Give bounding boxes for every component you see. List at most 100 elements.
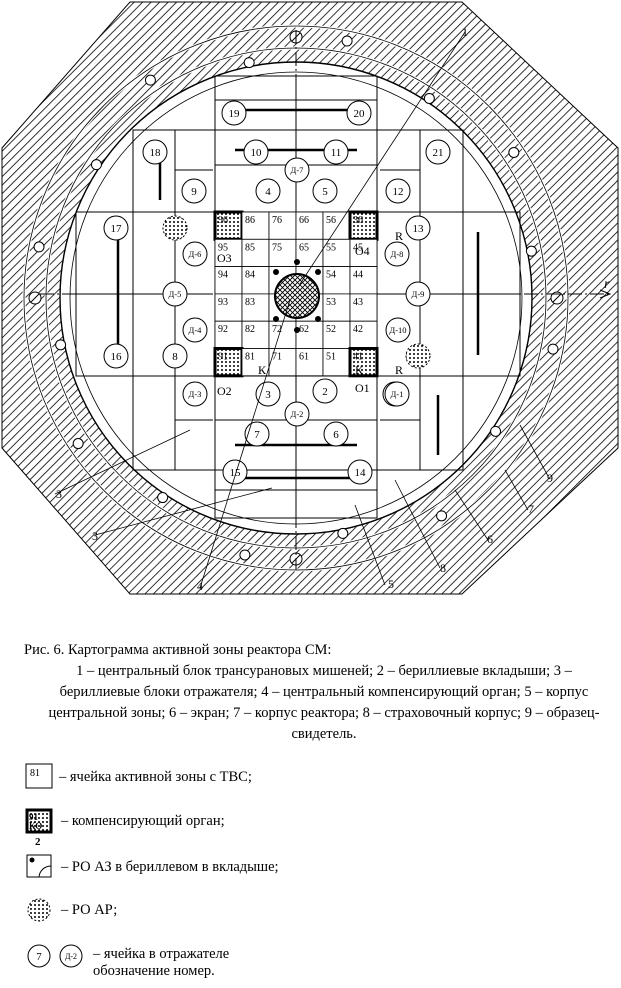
core-cell-label: 52 [326,324,336,335]
d-cell [284,157,310,183]
legend-compensator: 91 КО 2 – компенсирующий орган; [25,808,225,848]
reflector-cell-label: 15 [230,467,242,479]
az-rod [273,316,279,322]
core-cell-label: 81 [245,352,255,363]
d-cell-label: Д-6 [189,249,202,259]
reflector-cell [323,139,349,165]
ring-mark [525,245,537,257]
reflector-cell [312,178,338,204]
compensator-swatch: 91 КО 2 [25,808,53,848]
d-cell-label: Д-10 [389,325,406,335]
reflector-cell-label: 3 [265,389,271,401]
callout: 3 [56,487,62,501]
reflector-cell-label: 5 [322,186,328,198]
reflector-cell-label: 6 [333,429,339,441]
callout: 3 [92,529,98,543]
d-cell-label: Д-8 [391,249,404,259]
reflector-cell [181,178,207,204]
core-cell [349,320,378,349]
reflector-cell-label: 2 [322,386,328,398]
legend-text-2: обозначение номер. [93,963,215,979]
reflector-cell-label: 7 [254,429,260,441]
d-cell-label: Д-1 [391,389,404,399]
reflector-cell-label: 13 [413,223,425,235]
d-cell [384,381,410,407]
core-mark: О2 [217,384,232,398]
reflector-cell-label: 14 [355,467,367,479]
reflector-cell [103,215,129,241]
core-cell [349,293,378,322]
callout-lines [54,31,549,589]
az-rod [294,259,300,265]
callout: 4 [197,579,203,593]
az-rod [315,316,321,322]
d-cell [385,317,411,343]
core-cell-label: 41 [353,352,363,363]
d-cell [405,281,431,307]
reflector-cell-label: 9 [191,186,197,198]
ro-az-swatch [26,854,52,878]
reflector-cell [255,178,281,204]
reflector-cell-label: 16 [111,351,123,363]
d-cell [384,241,410,267]
d-cell [162,281,188,307]
ring-mark [33,241,45,253]
reflector-cell [142,139,168,165]
core-cell-label: 85 [245,242,255,253]
caption-title: Рис. 6. Картограмма активной зоны реакто… [24,642,332,658]
d-cell-label: Д-7 [291,165,304,175]
core-mark: О4 [355,244,370,258]
callout: 8 [440,561,446,575]
core-cell-label: 94 [218,270,228,281]
az-rod [294,327,300,333]
d-cell [182,317,208,343]
core-cell-label: 71 [272,352,282,363]
caption-body: 1 – центральный блок трансурановых мишен… [48,663,600,742]
d-cell [284,401,310,427]
core-cell [322,348,351,377]
ring-mark [243,57,255,69]
core-mark: О1 [355,381,370,395]
callouts: 1 9 3 3 4 5 8 6 7 2 [56,25,553,593]
core-cell [268,320,297,349]
core-cell-label: 36 [353,215,363,226]
core-cell-label: 86 [245,215,255,226]
reflector-cell-label: 18 [150,147,162,159]
reflector-cell-label: 11 [331,147,342,159]
core-cell [241,293,270,322]
svg-text:91: 91 [29,812,39,822]
reflector-cell [162,343,188,369]
core-cell-label: 76 [272,215,282,226]
svg-text:КО: КО [29,821,42,831]
reflector-cell [222,459,248,485]
ro-ar-circle [405,343,431,369]
core-cell-label: 65 [299,242,309,253]
core-cell [241,320,270,349]
reflector-cell [346,100,372,126]
az-rod [273,269,279,275]
az-rod [315,269,321,275]
d-cell-label: Д-9 [412,289,425,299]
legend-text: – РО АР; [61,901,118,918]
ring-mark [72,438,84,450]
legend-reflector-cell: 7 Д-2 – ячейка в отражателе обозначение … [25,942,229,988]
reflector-cell [405,215,431,241]
axis-label: r [604,277,610,292]
core-cell [295,348,324,377]
reflector-cell-label: 10 [251,147,263,159]
core-cell [295,238,324,268]
reflector-cell [221,100,247,126]
rod-dots [273,259,321,333]
svg-text:81: 81 [30,768,40,779]
svg-text:Д-2: Д-2 [65,952,77,961]
core-cell-label: 83 [245,297,255,308]
reflector-cell [243,139,269,165]
legend-ro-ar: – РО АР; [25,895,117,925]
svg-text:7: 7 [36,951,42,963]
core-cell-label: 56 [326,215,336,226]
core-mark: О3 [217,251,232,265]
core-cell [214,266,243,295]
core-cell [322,238,351,268]
